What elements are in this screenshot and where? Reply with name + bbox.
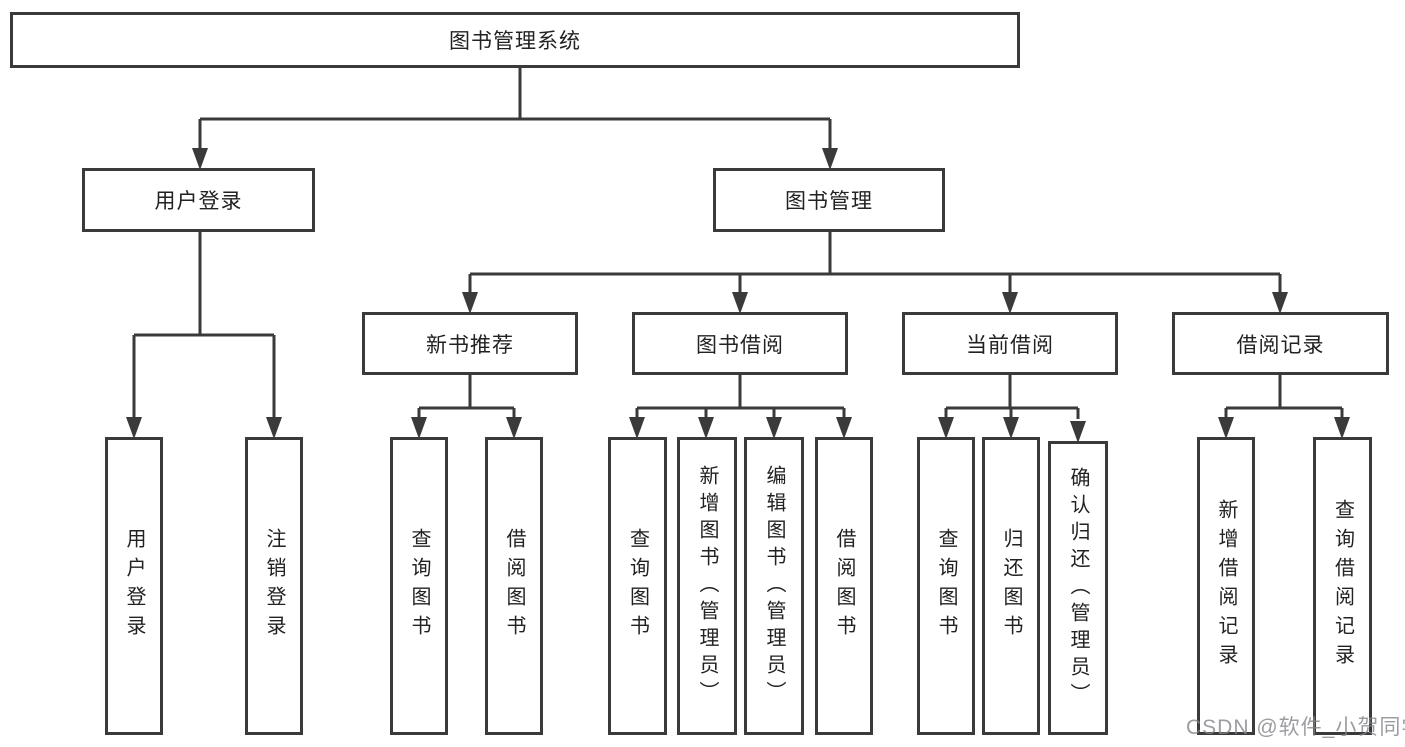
leaf-edit-book-admin: 编辑图书（管理员）: [744, 437, 804, 735]
arrowhead-icon: [1334, 417, 1350, 439]
leaf-add-book-admin: 新增图书（管理员）: [677, 437, 737, 735]
arrowhead-icon: [462, 292, 478, 314]
node-user-login: 用户登录: [82, 168, 315, 232]
connector-book-mgmt-children: [468, 232, 1282, 294]
connector-user-login-children: [132, 232, 276, 419]
node-current-borrow: 当前借阅: [902, 312, 1118, 375]
connector-current-borrow-children: [944, 375, 1080, 419]
node-book-management: 图书管理: [713, 168, 945, 232]
arrowhead-icon: [1272, 292, 1288, 314]
leaf-query-book-current: 查询图书: [917, 437, 975, 735]
leaf-query-book-recommend: 查询图书: [390, 437, 448, 735]
connector-borrow-record-children: [1224, 375, 1344, 419]
leaf-logout: 注销登录: [245, 437, 303, 735]
arrowhead-icon: [836, 417, 852, 439]
leaf-user-login: 用户登录: [105, 437, 163, 735]
leaf-query-borrow-record: 查询借阅记录: [1313, 437, 1372, 735]
arrowhead-icon: [506, 417, 522, 439]
arrowhead-icon: [629, 417, 645, 439]
node-book-borrow: 图书借阅: [632, 312, 848, 375]
arrowhead-icon: [766, 417, 782, 439]
arrowhead-icon: [266, 417, 282, 439]
node-root: 图书管理系统: [10, 12, 1020, 68]
leaf-query-book-borrow: 查询图书: [608, 437, 667, 735]
node-borrow-record: 借阅记录: [1172, 312, 1389, 375]
connector-book-borrow-children: [635, 375, 846, 419]
arrowhead-icon: [938, 417, 954, 439]
leaf-return-book: 归还图书: [982, 437, 1040, 735]
arrowhead-icon: [1218, 417, 1234, 439]
arrowhead-icon: [698, 417, 714, 439]
arrowhead-icon: [192, 148, 208, 170]
arrowhead-icon: [1002, 292, 1018, 314]
arrowhead-icon: [822, 148, 838, 170]
node-new-book-recommend: 新书推荐: [362, 312, 578, 375]
arrowhead-icon: [411, 417, 427, 439]
leaf-borrow-book-recommend: 借阅图书: [485, 437, 543, 735]
arrowhead-icon: [1070, 421, 1086, 443]
leaf-borrow-book: 借阅图书: [815, 437, 873, 735]
arrowhead-icon: [1003, 417, 1019, 439]
arrowhead-icon: [126, 417, 142, 439]
connector-root-to-level2: [198, 68, 832, 150]
leaf-confirm-return-admin: 确认归还（管理员）: [1048, 441, 1108, 735]
arrowhead-icon: [732, 292, 748, 314]
connector-new-book-children: [417, 375, 516, 419]
leaf-add-borrow-record: 新增借阅记录: [1197, 437, 1255, 735]
csdn-watermark: CSDN @软件_小贺同学: [1186, 716, 1405, 739]
